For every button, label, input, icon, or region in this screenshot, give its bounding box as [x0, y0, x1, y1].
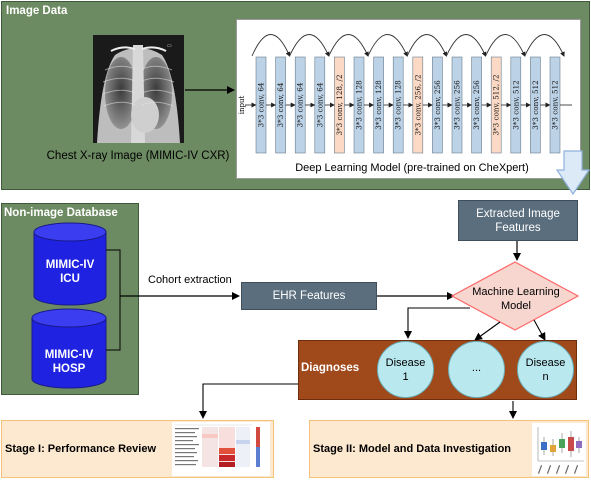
- disease-1-line2: 1: [402, 371, 409, 383]
- image-data-title: Image Data: [6, 5, 68, 17]
- mimic-icu-cylinder: [33, 222, 107, 306]
- cnn-skip-connection: [524, 34, 565, 57]
- down-arrow-to-features: [556, 150, 590, 196]
- cnn-input-label: input: [238, 96, 246, 115]
- disease-n-label: Disease n: [517, 356, 574, 384]
- icu-label-line1: MIMIC-IV: [45, 259, 95, 271]
- xray-caption: Chest X-ray Image (MIMIC-IV CXR): [46, 150, 230, 162]
- ehr-features-box: EHR Features: [241, 282, 377, 310]
- diagnoses-title: Diagnoses: [301, 362, 360, 374]
- cnn-skip-connection: [406, 34, 448, 57]
- cnn-layer-label: 3*3 conv, 128, /2: [335, 74, 344, 135]
- disease-n-line2: n: [542, 371, 549, 383]
- arrow-diagnoses-to-stage1: [199, 383, 298, 419]
- stage-2-boxplot-thumbnail: [532, 423, 586, 476]
- icu-label-line2: ICU: [60, 273, 80, 285]
- disease-n-circle: [517, 341, 574, 398]
- disease-1-line1: Disease: [385, 357, 426, 369]
- cnn-layer-label: 3*3 conv, 512: [511, 80, 520, 130]
- cnn-layer-label: 3*3 conv, 128: [355, 80, 364, 130]
- non-image-db-title: Non-image Database: [4, 207, 118, 219]
- svg-text:▭: ▭: [167, 43, 172, 49]
- cnn-layer-label: 3*3 conv, 512, /2: [492, 74, 501, 135]
- arrow-ml-to-disease1: [404, 307, 470, 339]
- ml-model-line2: Model: [501, 300, 531, 312]
- disease-1-circle: [377, 341, 434, 398]
- cnn-skip-connection: [485, 34, 526, 57]
- deep-learning-model-box: [236, 19, 581, 179]
- cnn-layer-label: 3*3 conv, 256: [433, 80, 442, 130]
- model-caption: Deep Learning Model (pre-trained on CheX…: [295, 162, 529, 174]
- cnn-skip-connection: [328, 34, 369, 57]
- extracted-features-line2: Features: [495, 222, 541, 234]
- cnn-layer-label: 3*3 conv, 128: [394, 80, 403, 130]
- disease-1-label: Disease 1: [377, 356, 434, 384]
- ml-model-diamond: [450, 261, 580, 331]
- cnn-layer-label: 3*3 conv, 64: [315, 82, 324, 127]
- cnn-architecture: input 3*3 conv, 64 3*3 conv, 64 3*3 conv, 6…: [238, 34, 572, 154]
- mimic-hosp-cylinder: [31, 308, 107, 389]
- cnn-layer-label: 3*3 conv, 64: [257, 82, 266, 127]
- cnn-layer-label: 3*3 conv, 256, /2: [413, 74, 422, 135]
- cohort-extraction-label: Cohort extraction: [148, 274, 232, 286]
- icu-label: MIMIC-IV ICU: [34, 258, 106, 286]
- stage-1-title: Stage I: Performance Review: [5, 443, 157, 455]
- ehr-features-label: EHR Features: [272, 290, 346, 302]
- hosp-label-line1: MIMIC-IV: [44, 349, 94, 361]
- stage-2-title: Stage II: Model and Data Investigation: [313, 443, 512, 455]
- chest-xray-image: ▭: [93, 35, 184, 143]
- disease-ellipsis-label: ...: [471, 362, 482, 374]
- hosp-label: MIMIC-IV HOSP: [32, 348, 106, 376]
- cnn-skip-connection: [251, 34, 291, 57]
- cnn-layer-label: 3*3 conv, 128: [374, 80, 383, 130]
- db-bracket: [106, 249, 121, 351]
- ml-model-line1: Machine Learning: [472, 286, 560, 298]
- arrow-ml-to-ellipsis: [474, 321, 501, 341]
- stage-1-heatmap-thumbnail: [172, 422, 270, 476]
- cnn-skip-connection: [289, 34, 330, 57]
- cnn-layer-label: 3*3 conv, 512: [531, 80, 540, 130]
- extracted-image-features-box: Extracted Image Features: [458, 200, 578, 241]
- cnn-layer-label: 3*3 conv, 256: [453, 80, 462, 130]
- cnn-layer-label: 3*3 conv, 512: [551, 80, 560, 130]
- ml-model-label: Machine Learning Model: [455, 285, 577, 313]
- cnn-layer-label: 3*3 conv, 64: [296, 82, 305, 127]
- extracted-features-line1: Extracted Image: [476, 208, 560, 220]
- cnn-layer-label: 3*3 conv, 256: [472, 80, 481, 130]
- xray-drawing: ▭: [93, 35, 184, 143]
- hosp-label-line2: HOSP: [52, 363, 86, 375]
- disease-ellipsis-circle: [448, 341, 505, 398]
- arrow-ml-to-diseasen: [533, 319, 546, 341]
- cnn-skip-connection: [367, 34, 408, 57]
- cnn-skip-connection: [445, 34, 487, 57]
- cnn-layer-label: 3*3 conv, 64: [276, 82, 285, 127]
- disease-n-line1: Disease: [525, 357, 566, 369]
